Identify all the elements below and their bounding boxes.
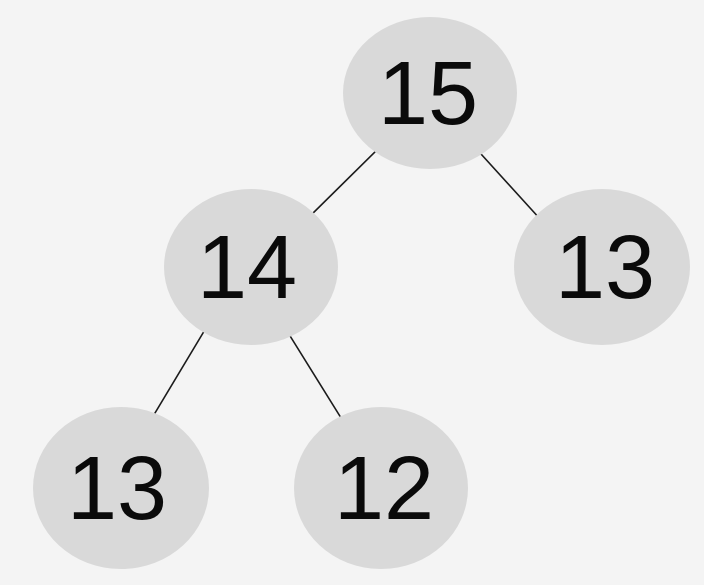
tree-node-label-left-right: 12 xyxy=(334,439,434,539)
tree-node-label-left-left: 13 xyxy=(67,439,167,539)
tree-node-root[interactable]: 15 xyxy=(343,17,517,169)
tree-node-label-right: 13 xyxy=(555,218,655,318)
tree-node-right[interactable]: 13 xyxy=(514,189,690,345)
tree-node-circle-left[interactable] xyxy=(164,189,338,345)
tree-node-left-left[interactable]: 13 xyxy=(33,407,209,569)
tree-node-left[interactable]: 14 xyxy=(164,189,338,345)
tree-node-circle-left-left[interactable] xyxy=(33,407,209,569)
tree-node-label-left: 14 xyxy=(197,218,297,318)
tree-node-label-root: 15 xyxy=(378,44,478,144)
tree-node-left-right[interactable]: 12 xyxy=(294,407,468,569)
tree-node-circle-right[interactable] xyxy=(514,189,690,345)
nodes-group: 15 14 13 13 12 xyxy=(33,17,690,569)
tree-node-circle-left-right[interactable] xyxy=(294,407,468,569)
edge-root-left xyxy=(303,142,385,223)
tree-node-circle-root[interactable] xyxy=(343,17,517,169)
